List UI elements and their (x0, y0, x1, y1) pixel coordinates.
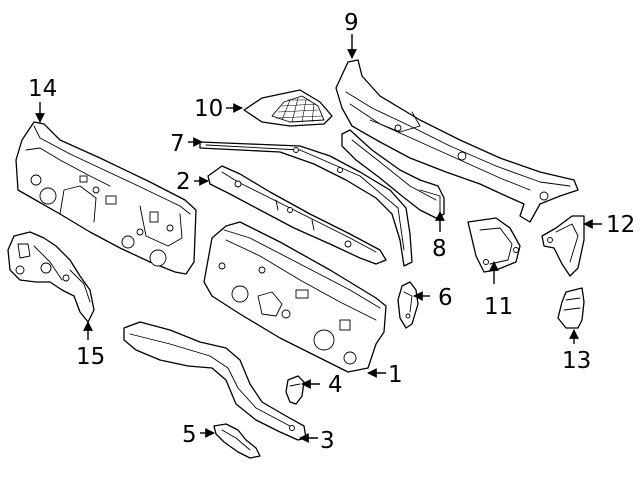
part-13-clip (557, 287, 585, 329)
part-12-right-bracket (541, 215, 585, 277)
callout-11: 11 (484, 294, 513, 320)
callout-7: 7 (170, 131, 185, 157)
part-5-lower-bracket (213, 423, 261, 459)
callout-15: 15 (76, 344, 105, 370)
callout-14: 14 (28, 76, 57, 102)
part-14-dash-panel (15, 121, 197, 275)
callout-13: 13 (562, 348, 591, 374)
callout-6: 6 (438, 285, 453, 311)
callout-4: 4 (328, 372, 343, 398)
callout-10: 10 (194, 96, 223, 122)
callout-3: 3 (320, 428, 335, 454)
part-4-small-bracket (285, 375, 305, 405)
part-10-cowl-mesh (243, 89, 333, 127)
part-2-cowl-reinforcement (207, 165, 387, 265)
part-6-small-bracket (397, 281, 419, 329)
part-1-main-cowl-panel (203, 221, 387, 373)
callout-5: 5 (182, 422, 197, 448)
part-15-side-bracket (7, 231, 95, 323)
callout-12: 12 (606, 212, 635, 238)
callout-1: 1 (388, 362, 403, 388)
part-11-side-panel (467, 217, 521, 273)
part-7-upper-rail (199, 141, 413, 267)
part-3-lower-crossmember (123, 321, 307, 441)
part-9-cowl-top (335, 59, 579, 223)
callout-9: 9 (344, 10, 359, 36)
callout-8: 8 (432, 236, 447, 262)
callout-2: 2 (176, 169, 191, 195)
